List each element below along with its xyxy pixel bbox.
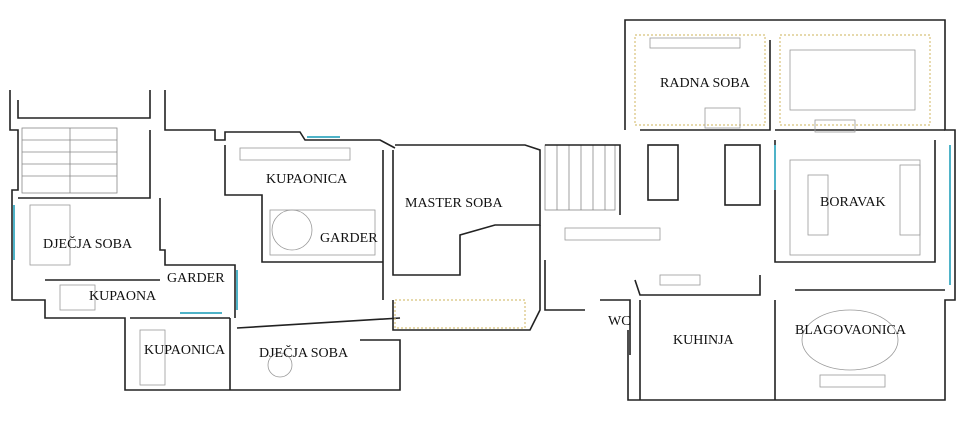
room-label-kupaona: KUPAONA (89, 289, 157, 304)
room-label-garder-left: GARDER (167, 271, 225, 286)
room-label-kupaonica-top: KUPAONICA (266, 172, 348, 187)
room-label-kupaonica-bottom: KUPAONICA (144, 343, 226, 358)
room-label-wc: WC (608, 314, 631, 329)
walls (9, 19, 956, 401)
room-label-djecja-soba-left: DJEČJA SOBA (43, 235, 133, 252)
room-label-blagovaonica: BLAGOVAONICA (795, 323, 907, 338)
room-label-master-soba: MASTER SOBA (405, 196, 504, 211)
room-labels: RADNA SOBA KUPAONICA MASTER SOBA BORAVAK… (43, 76, 907, 361)
furniture (29, 34, 931, 388)
room-label-kuhinja: KUHINJA (673, 333, 735, 348)
room-label-djecja-soba-bottom: DJEČJA SOBA (259, 344, 349, 361)
room-label-radna-soba: RADNA SOBA (660, 76, 751, 91)
room-label-garder-master: GARDER (320, 231, 378, 246)
windows (13, 136, 951, 314)
room-label-boravak: BORAVAK (820, 195, 886, 210)
